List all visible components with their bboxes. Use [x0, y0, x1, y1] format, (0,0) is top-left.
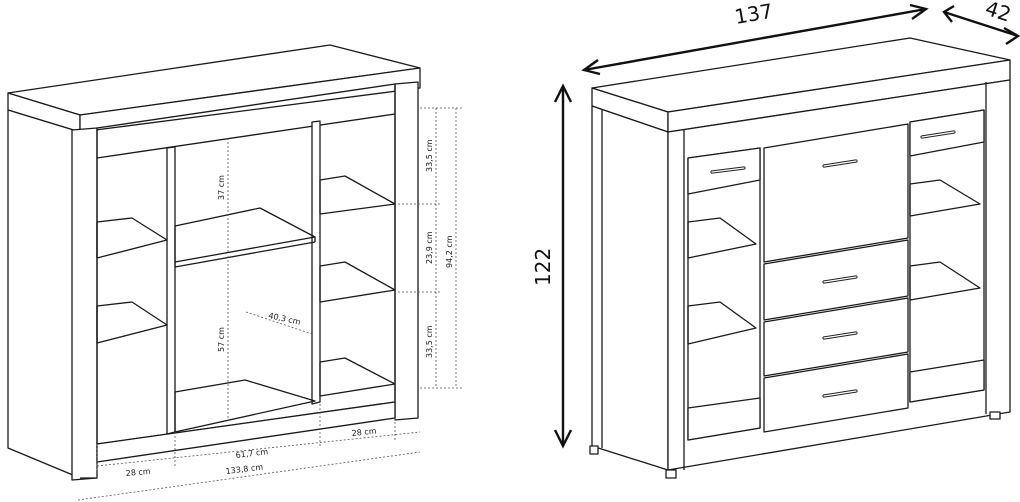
divider-right — [311, 120, 321, 405]
top-rail — [96, 113, 396, 159]
right-shelf-1 — [319, 175, 396, 215]
right-side-panel — [591, 105, 669, 471]
handle-drawer-1 — [822, 275, 858, 284]
left-shelf-1 — [96, 217, 168, 259]
foot-3 — [989, 411, 1001, 420]
dim-line-40 — [245, 311, 313, 335]
dim-33-5-bottom: 33,5 cm — [425, 325, 434, 358]
divider-left — [166, 146, 176, 435]
left-cabinet-drawing: 37 cm 57 cm 40,3 cm 33,5 cm 23,9 cm 33,5… — [7, 44, 462, 501]
dim-57: 57 cm — [217, 327, 226, 352]
glass-shelf-r2 — [909, 261, 981, 301]
dim-133-8: 133,8 cm — [225, 462, 264, 476]
left-side-panel — [7, 109, 81, 479]
dim-61-7: 61,7 cm — [235, 447, 269, 460]
left-front-post — [71, 127, 98, 481]
foot-1 — [589, 445, 599, 455]
handle-drawer-3 — [822, 389, 858, 398]
left-top-front — [79, 67, 421, 133]
glass-shelf-l1 — [687, 217, 757, 259]
right-shelf-3 — [319, 357, 396, 397]
left-shelf-2 — [96, 301, 168, 344]
right-cabinet-drawing: 137 42 122 — [531, 0, 1020, 479]
glass-shelf-r1 — [909, 179, 981, 217]
dim-28-right: 28 cm — [351, 426, 377, 438]
dim-33-5-top: 33,5 cm — [425, 139, 434, 172]
handle-flap — [822, 159, 858, 168]
label-width: 137 — [733, 0, 775, 29]
width-arrow — [581, 3, 929, 76]
center-flap — [763, 123, 909, 263]
left-bottom-panel — [687, 397, 761, 441]
dim-40-3: 40,3 cm — [268, 311, 302, 327]
right-front-post — [394, 81, 419, 421]
dim-94-2: 94,2 cm — [445, 235, 454, 268]
dim-23-9: 23,9 cm — [425, 231, 434, 264]
height-arrow — [553, 83, 573, 449]
handle-left-drawer — [710, 166, 746, 174]
label-height: 122 — [531, 248, 555, 286]
dim-28-left: 28 cm — [125, 467, 151, 478]
left-inner-back — [96, 83, 396, 445]
handle-drawer-2 — [822, 331, 858, 340]
right-shelf-2 — [319, 261, 396, 303]
depth-arrow — [942, 4, 1020, 45]
right-bottom-panel — [909, 359, 985, 403]
label-depth: 42 — [982, 0, 1014, 27]
foot-2 — [665, 469, 677, 479]
handle-right-drawer — [920, 130, 956, 139]
dim-37: 37 cm — [217, 175, 226, 200]
center-bottom — [174, 379, 316, 433]
glass-shelf-l2 — [687, 301, 757, 345]
